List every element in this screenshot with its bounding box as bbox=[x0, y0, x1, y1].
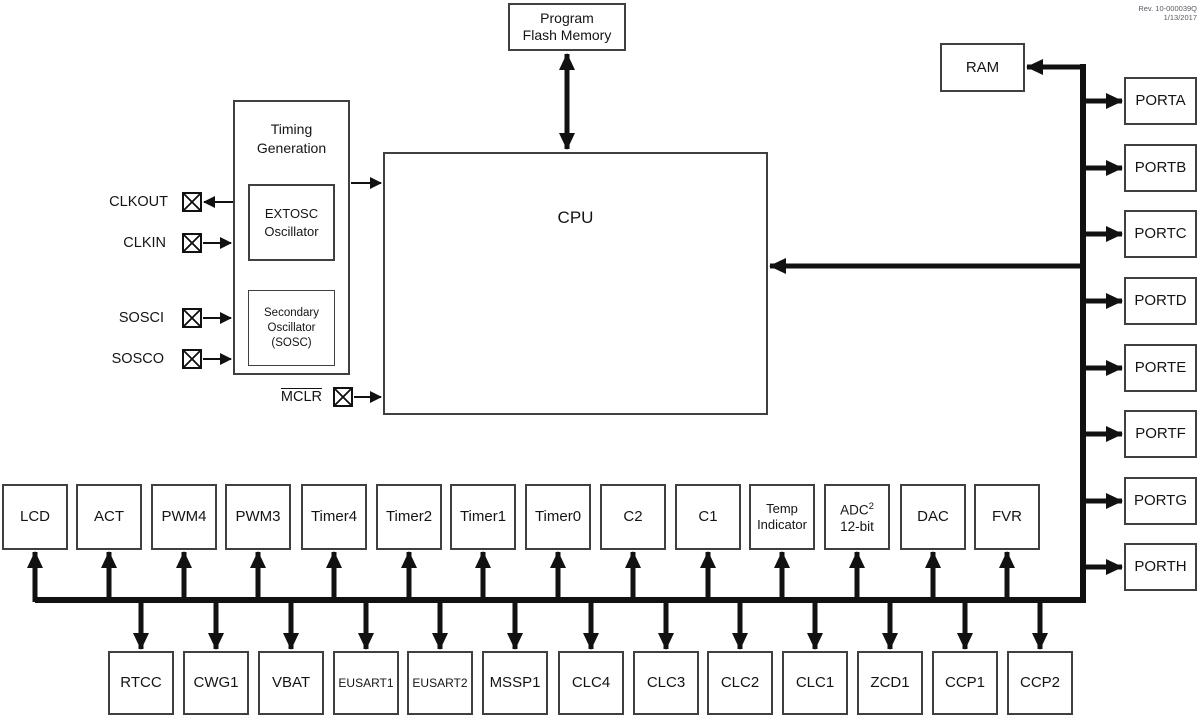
mclr-pad-icon bbox=[333, 387, 353, 407]
block-portf: PORTF bbox=[1124, 410, 1197, 458]
block-pwm3: PWM3 bbox=[225, 484, 291, 550]
block-lcd: LCD bbox=[2, 484, 68, 550]
block-fvr: FVR bbox=[974, 484, 1040, 550]
block-act: ACT bbox=[76, 484, 142, 550]
block-porth: PORTH bbox=[1124, 543, 1197, 591]
pin-label-sosci: SOSCI bbox=[118, 310, 164, 326]
pin-label-clkout: CLKOUT bbox=[109, 194, 168, 210]
block-temp-indicator: Temp Indicator bbox=[749, 484, 815, 550]
block-vbat: VBAT bbox=[258, 651, 324, 715]
block-portc: PORTC bbox=[1124, 210, 1197, 258]
peripheral-down-arrows bbox=[133, 598, 1048, 650]
block-clc1: CLC1 bbox=[782, 651, 848, 715]
block-ccp1: CCP1 bbox=[932, 651, 998, 715]
clkout-pad-icon bbox=[182, 192, 202, 212]
pin-label-mclr: MCLR bbox=[280, 389, 322, 405]
block-eusart1: EUSART1 bbox=[333, 651, 399, 715]
pin-label-clkin: CLKIN bbox=[123, 235, 166, 251]
block-ccp2: CCP2 bbox=[1007, 651, 1073, 715]
block-clc3: CLC3 bbox=[633, 651, 699, 715]
block-c2: C2 bbox=[600, 484, 666, 550]
revision-note: Rev. 10-000039Q 1/13/2017 bbox=[1138, 4, 1197, 22]
block-porta: PORTA bbox=[1124, 77, 1197, 125]
block-portd: PORTD bbox=[1124, 277, 1197, 325]
sosco-pad-icon bbox=[182, 349, 202, 369]
block-timer0: Timer0 bbox=[525, 484, 591, 550]
clkin-pad-icon bbox=[182, 233, 202, 253]
pin-label-sosco: SOSCO bbox=[111, 351, 164, 367]
block-eusart2: EUSART2 bbox=[407, 651, 473, 715]
block-c1: C1 bbox=[675, 484, 741, 550]
block-timer1: Timer1 bbox=[450, 484, 516, 550]
block-porte: PORTE bbox=[1124, 344, 1197, 392]
block-cpu: CPU bbox=[383, 152, 768, 415]
block-pwm4: PWM4 bbox=[151, 484, 217, 550]
block-secondary-oscillator: Secondary Oscillator (SOSC) bbox=[248, 290, 335, 366]
block-portb: PORTB bbox=[1124, 144, 1197, 192]
block-zcd1: ZCD1 bbox=[857, 651, 923, 715]
revision-date: 1/13/2017 bbox=[1163, 13, 1197, 22]
sosci-pad-icon bbox=[182, 308, 202, 328]
pin-arrows bbox=[203, 177, 382, 403]
block-rtcc: RTCC bbox=[108, 651, 174, 715]
block-mssp1: MSSP1 bbox=[482, 651, 548, 715]
block-adc-12bit: ADC2 12-bit bbox=[824, 484, 890, 550]
block-dac: DAC bbox=[900, 484, 966, 550]
block-program-flash-memory: Program Flash Memory bbox=[508, 3, 626, 51]
block-cwg1: CWG1 bbox=[183, 651, 249, 715]
block-clc2: CLC2 bbox=[707, 651, 773, 715]
block-timer2: Timer2 bbox=[376, 484, 442, 550]
block-ram: RAM bbox=[940, 43, 1025, 92]
port-branch-arrows bbox=[1085, 93, 1123, 575]
block-portg: PORTG bbox=[1124, 477, 1197, 525]
peripheral-up-arrows bbox=[27, 551, 1015, 602]
block-clc4: CLC4 bbox=[558, 651, 624, 715]
block-extosc-oscillator: EXTOSC Oscillator bbox=[248, 184, 335, 261]
revision-number: Rev. 10-000039Q bbox=[1138, 4, 1197, 13]
block-timer4: Timer4 bbox=[301, 484, 367, 550]
